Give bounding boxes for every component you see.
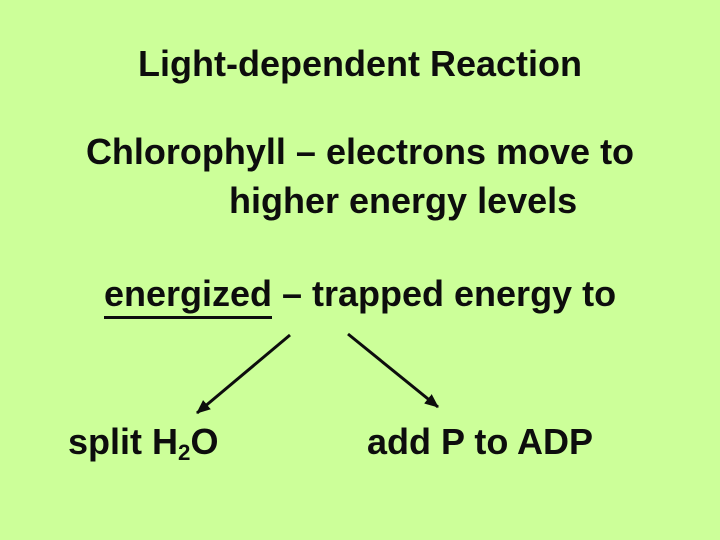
arrow-to-add-p-adp [347,332,439,409]
energized-underlined-word: energized [103,276,272,319]
split-water-post: O [190,421,219,462]
label-add-p-to-adp: add P to ADP [367,421,594,462]
body-line-higher-energy: higher energy levels [229,180,578,221]
label-split-water: split H2O [68,421,219,465]
body-line-chlorophyll: Chlorophyll – electrons move to [85,131,635,172]
slide-title: Light-dependent Reaction [138,43,582,84]
split-water-pre: split H [68,421,179,462]
energized-line-rest: – trapped energy to [271,273,617,314]
arrow-to-split-water [196,333,291,415]
split-water-subscript: 2 [178,440,191,466]
body-line-energized: energized – trapped energy to [0,276,720,319]
